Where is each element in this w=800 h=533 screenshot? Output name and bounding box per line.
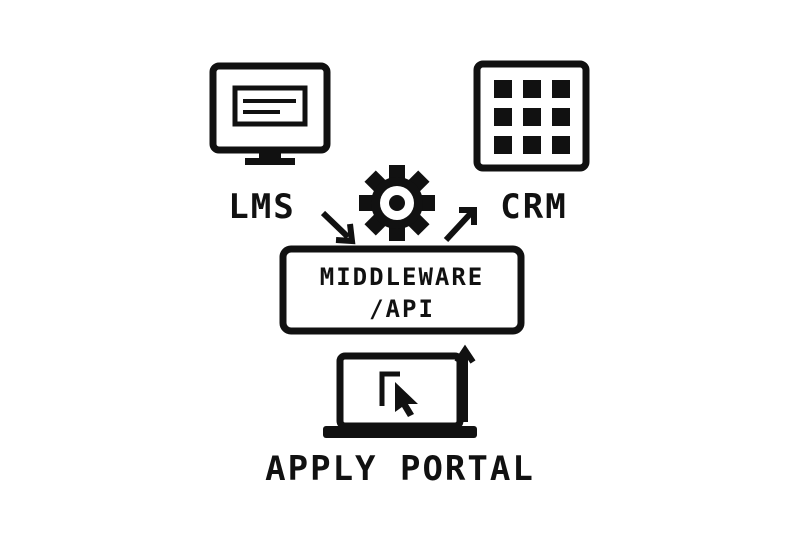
arrow-portal-to-middleware: [454, 344, 476, 422]
crm-label: CRM: [500, 187, 567, 227]
apply-portal-label: APPLY PORTAL: [265, 449, 535, 489]
arrow-middleware-to-crm: [443, 207, 477, 243]
middleware-label-line1: MIDDLEWARE: [320, 263, 485, 291]
gear-icon: [359, 165, 435, 241]
grid-icon: [473, 60, 590, 172]
laptop-cursor-icon: [323, 352, 477, 438]
middleware-label-line2: /API: [369, 295, 435, 323]
lms-label: LMS: [228, 187, 295, 227]
arrow-lms-to-middleware: [320, 210, 356, 245]
monitor-icon: [209, 62, 331, 165]
middleware-box: MIDDLEWARE /API: [279, 245, 525, 335]
